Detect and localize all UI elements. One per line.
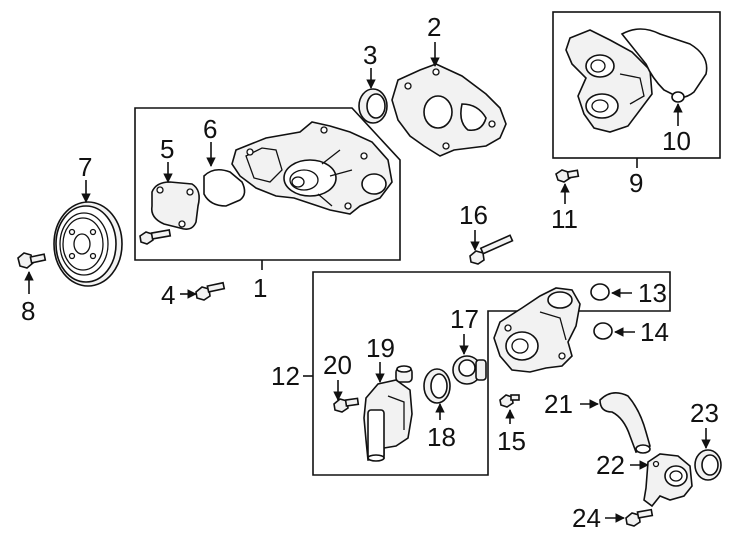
callout-11: 11: [551, 204, 578, 234]
thermostat-housing: [493, 287, 581, 373]
coolant-hose: [599, 392, 651, 454]
long-bolt: [469, 234, 514, 265]
water-pump-gasket: [391, 63, 507, 157]
pump-o-ring: [203, 168, 246, 207]
callout-3: 3: [363, 40, 377, 70]
callout-9: 9: [629, 168, 643, 198]
callout-23: 23: [690, 398, 719, 428]
callout-15: 15: [497, 426, 526, 456]
callout-21: 21: [544, 389, 573, 419]
seal-ring: [358, 88, 388, 124]
bolt-24: [625, 508, 654, 527]
callout-12: 12: [271, 361, 300, 391]
group-box-thermostat-housing: [312, 271, 671, 476]
bypass-plug: [395, 365, 413, 383]
thermostat: [452, 355, 487, 385]
callout-22: 22: [596, 450, 625, 480]
callout-20: 20: [323, 350, 352, 380]
callout-5: 5: [160, 134, 174, 164]
callout-7: 7: [78, 152, 92, 182]
callout-18: 18: [427, 422, 456, 452]
callout-2: 2: [427, 12, 441, 42]
callout-16: 16: [459, 200, 488, 230]
water-pump: [231, 121, 393, 215]
o-ring-23-inner: [701, 454, 719, 476]
o-ring-14: [593, 322, 613, 340]
callout-19: 19: [366, 333, 395, 363]
group-box-water-pump: [134, 107, 401, 261]
callout-8: 8: [21, 296, 35, 326]
callout-6: 6: [203, 114, 217, 144]
bolt-4: [195, 281, 226, 301]
callout-14: 14: [640, 317, 669, 347]
o-ring-13: [590, 283, 610, 301]
bolt-15: [499, 394, 520, 408]
callout-13: 13: [638, 278, 667, 308]
callout-24: 24: [572, 503, 601, 533]
pump-bolt: [139, 228, 172, 245]
water-outlet: [643, 453, 693, 508]
coolant-outlet: [565, 29, 653, 133]
outlet-bolt: [555, 169, 580, 183]
callout-17: 17: [450, 304, 479, 334]
inlet-housing: [363, 379, 413, 462]
callout-1: 1: [253, 273, 267, 303]
pulley-bolt: [17, 252, 47, 269]
pulley: [53, 201, 123, 287]
outlet-gasket: [620, 28, 708, 103]
callout-10: 10: [662, 126, 691, 156]
callout-4: 4: [161, 280, 175, 310]
inlet-bolt: [333, 397, 360, 413]
thermostat-seal: [423, 368, 451, 404]
pump-cover-plate: [150, 181, 200, 230]
